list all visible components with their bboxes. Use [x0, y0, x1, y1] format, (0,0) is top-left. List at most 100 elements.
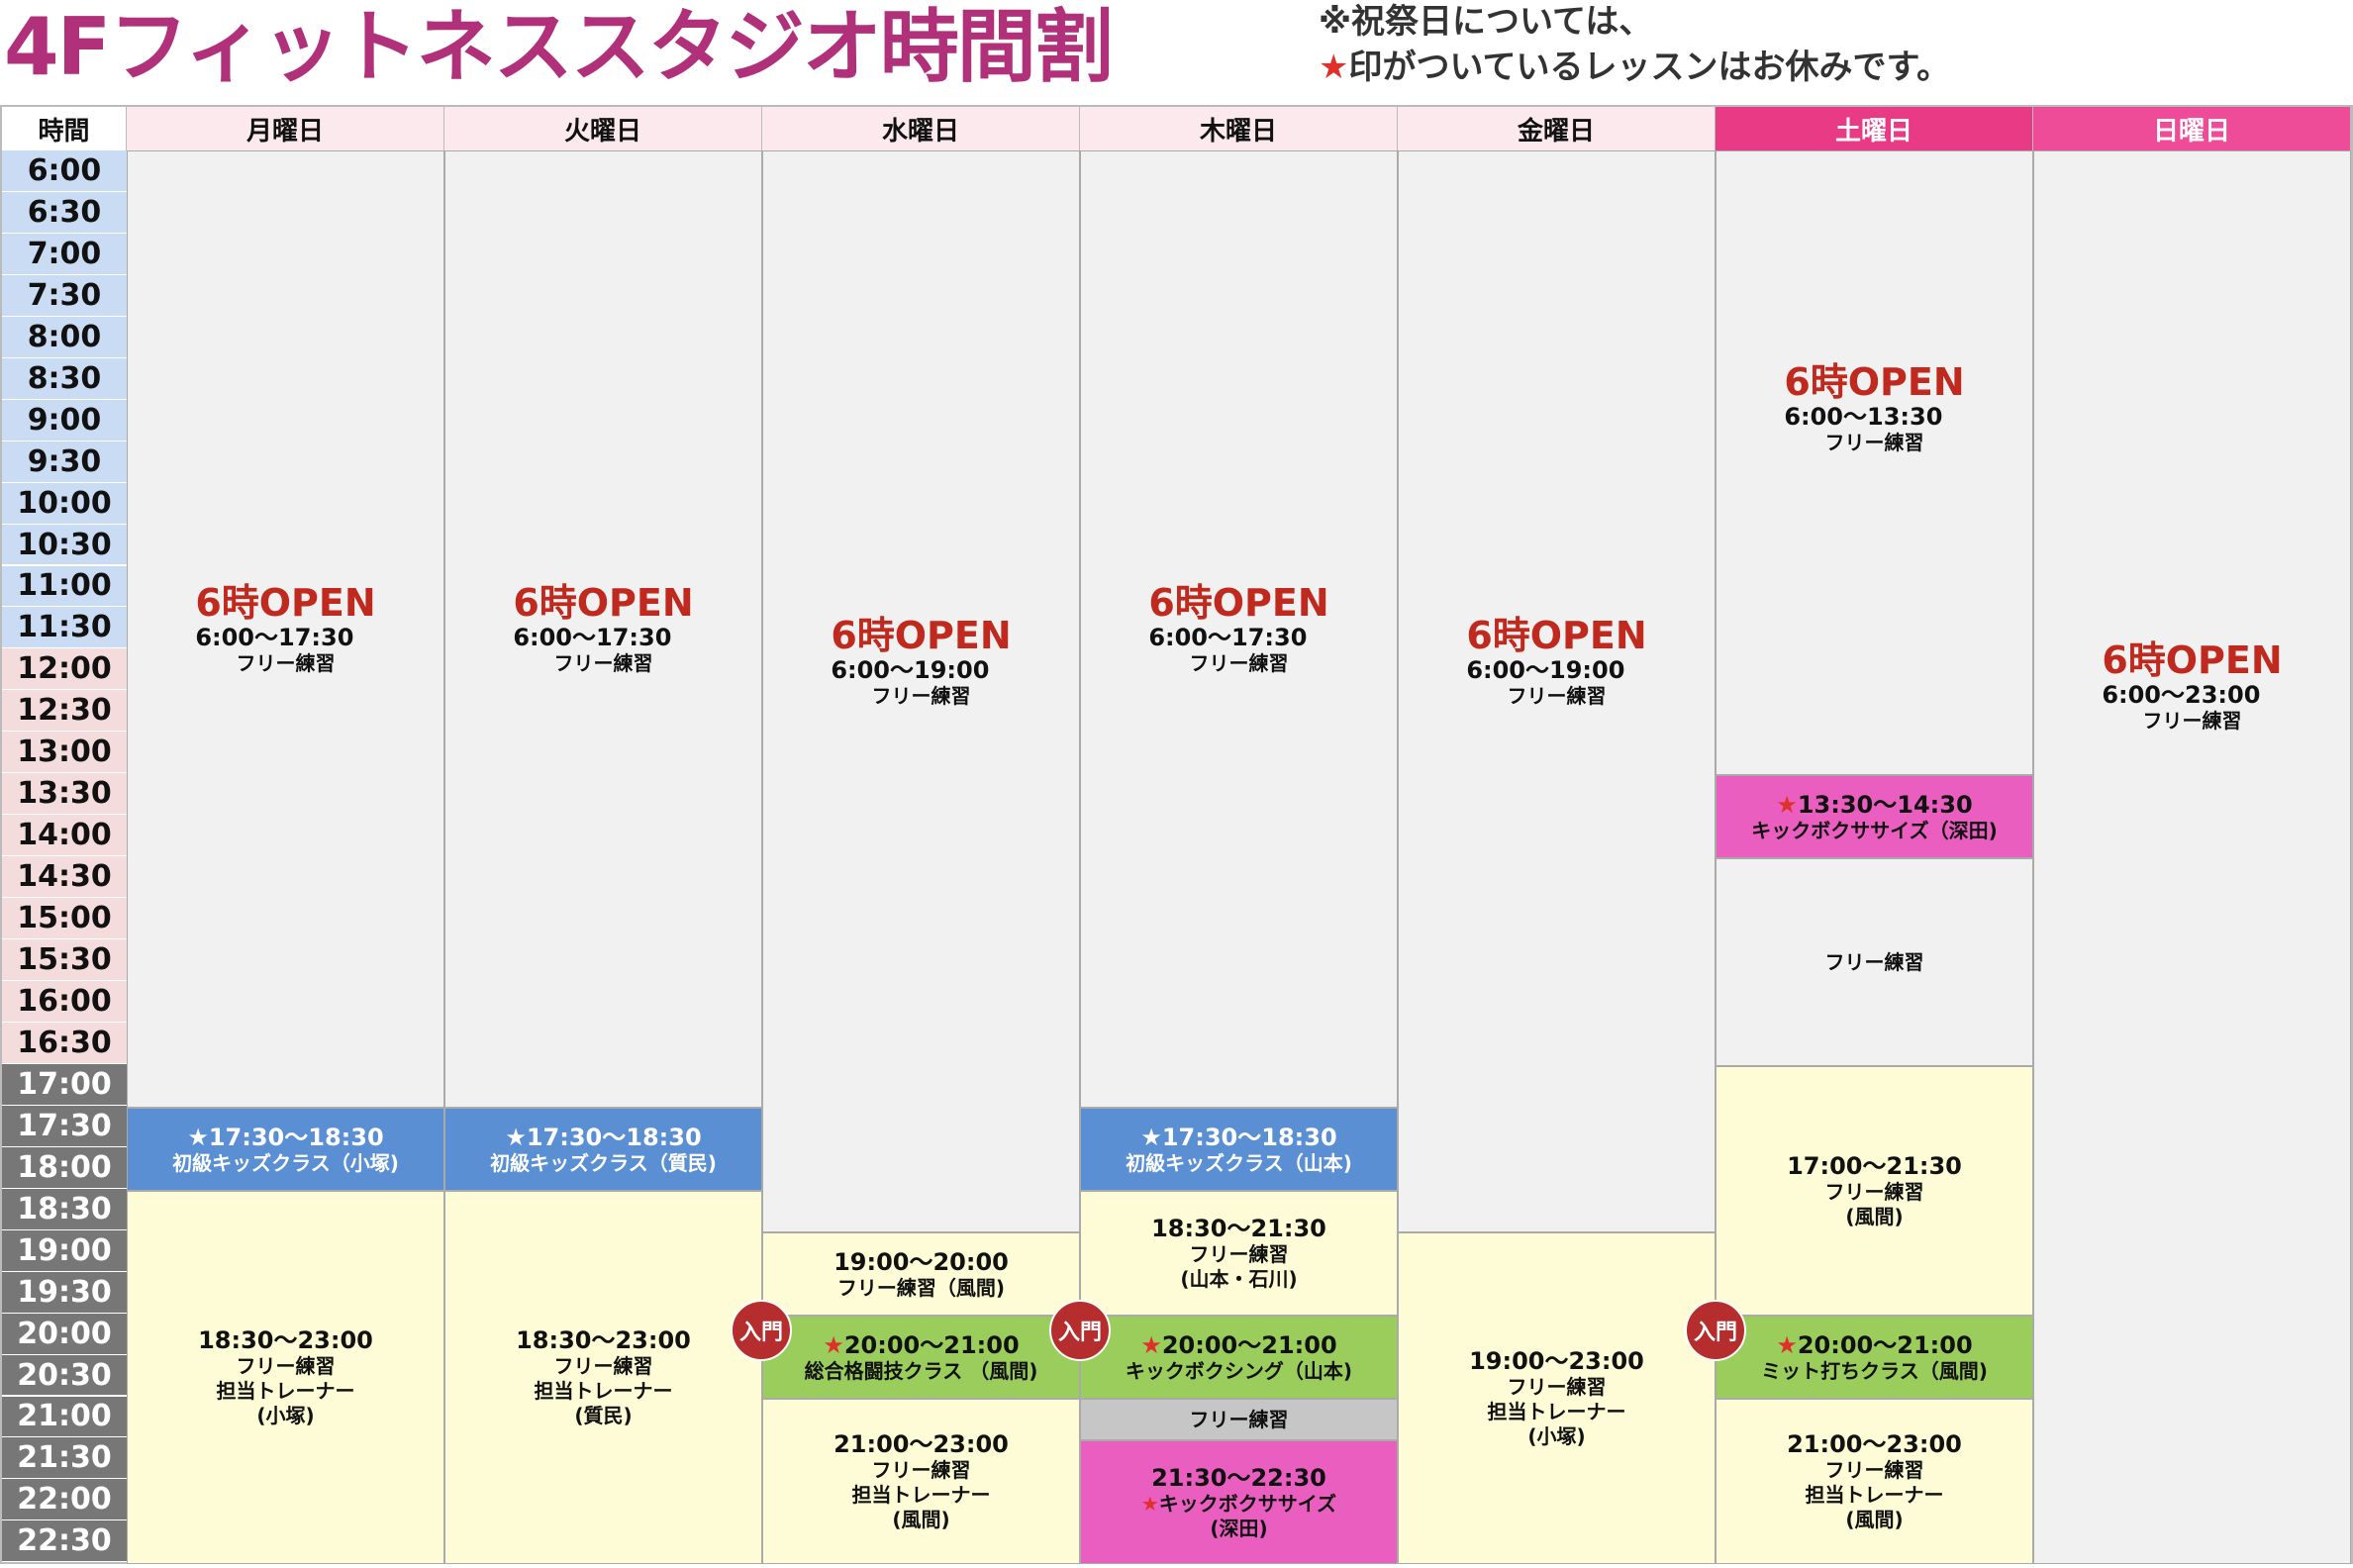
time-slot: 22:00: [2, 1479, 127, 1521]
class-time: ★17:30〜18:30: [1140, 1123, 1337, 1151]
time-slot: 14:30: [2, 856, 127, 899]
saturday-free-1700: 17:00〜21:30 フリー練習 (風間): [1716, 1066, 2033, 1316]
class-label: フリー練習: [1824, 1458, 1924, 1482]
thursday-free-2100: フリー練習: [1080, 1399, 1398, 1440]
trainer-label: 担当トレーナー: [1805, 1483, 1944, 1507]
trainer-name: (風間): [892, 1508, 950, 1531]
thursday-kids-class[interactable]: ★17:30〜18:30 初級キッズクラス（山本): [1080, 1108, 1398, 1191]
class-label: フリー練習: [553, 1354, 653, 1378]
monday-open-block: 6時OPEN 6:00〜17:30 フリー練習: [127, 150, 444, 1108]
class-time-text: 20:00〜21:00: [1797, 1330, 1973, 1359]
class-label-text: キックボクササイズ: [1158, 1491, 1337, 1516]
monday-kids-class[interactable]: ★17:30〜18:30 初級キッズクラス（小塚): [127, 1108, 444, 1191]
class-label: キックボクシング（山本): [1125, 1358, 1353, 1383]
trainer-name: (質民): [574, 1404, 633, 1427]
class-time: 21:00〜23:00: [1787, 1430, 1962, 1458]
time-slot: 17:30: [2, 1105, 127, 1147]
saturday-free-afternoon: フリー練習: [1716, 858, 2033, 1066]
monday-evening-block: 18:30〜23:00 フリー練習 担当トレーナー (小塚): [127, 1191, 444, 1564]
trainer-name: (小塚): [1527, 1424, 1586, 1448]
class-time: 18:30〜23:00: [198, 1326, 373, 1354]
trainer-name: (深田): [1210, 1516, 1268, 1540]
header-monday: 月曜日: [127, 107, 444, 150]
time-slot: 15:30: [2, 939, 127, 981]
trainer-label: 担当トレーナー: [1487, 1400, 1626, 1423]
open-range: 6:00〜19:00: [1466, 656, 1625, 684]
time-slot: 19:00: [2, 1229, 127, 1272]
star-icon: ★: [823, 1330, 844, 1359]
class-time: ★20:00〜21:00: [823, 1331, 1019, 1359]
time-slot: 18:30: [2, 1188, 127, 1230]
time-slot: 14:00: [2, 815, 127, 857]
tuesday-evening-block: 18:30〜23:00 フリー練習 担当トレーナー (質民): [444, 1191, 762, 1564]
friday-open-block: 6時OPEN 6:00〜19:00 フリー練習: [1398, 150, 1716, 1232]
time-slot: 20:00: [2, 1313, 127, 1355]
time-slot: 12:30: [2, 690, 127, 733]
wednesday-mma-class[interactable]: ★20:00〜21:00 総合格闘技クラス （風間): [762, 1316, 1080, 1399]
header-saturday: 土曜日: [1716, 107, 2033, 150]
trainer-name: (山本・石川): [1180, 1267, 1298, 1291]
time-slot: 16:00: [2, 981, 127, 1023]
tuesday-kids-class[interactable]: ★17:30〜18:30 初級キッズクラス（質民): [444, 1108, 762, 1191]
star-icon: ★: [1776, 1330, 1798, 1359]
beginner-badge-wednesday: 入門: [731, 1300, 792, 1361]
saturday-open-block: 6時OPEN 6:00〜13:30 フリー練習: [1716, 150, 2033, 775]
thursday-kickboxercise-class[interactable]: 21:30〜22:30 ★キックボクササイズ (深田): [1080, 1440, 1398, 1564]
tuesday-open-block: 6時OPEN 6:00〜17:30 フリー練習: [444, 150, 762, 1108]
class-time: 21:00〜23:00: [833, 1430, 1009, 1458]
saturday-mitt-class[interactable]: ★20:00〜21:00 ミット打ちクラス（風間): [1716, 1316, 2033, 1399]
holiday-note-line1: ※祝祭日については、: [1319, 2, 1653, 42]
class-time: 18:30〜21:30: [1151, 1215, 1326, 1242]
class-label: キックボクササイズ（深田): [1751, 818, 1998, 842]
thursday-free-1830: 18:30〜21:30 フリー練習 (山本・石川): [1080, 1191, 1398, 1316]
time-slot: 7:30: [2, 274, 127, 317]
wednesday-free-1900: 19:00〜20:00 フリー練習（風間): [762, 1232, 1080, 1316]
thursday-kickboxing-class[interactable]: ★20:00〜21:00 キックボクシング（山本): [1080, 1316, 1398, 1399]
open-label: 6時OPEN: [831, 614, 1012, 657]
time-slot: 21:00: [2, 1396, 127, 1438]
trainer-name: (風間): [1845, 1508, 1904, 1531]
time-slot: 10:00: [2, 482, 127, 525]
class-label: フリー練習: [1189, 1242, 1289, 1266]
beginner-badge-thursday: 入門: [1049, 1300, 1111, 1361]
class-label: フリー練習: [1189, 1407, 1289, 1431]
open-range: 6:00〜17:30: [195, 624, 354, 651]
time-slot: 15:00: [2, 898, 127, 940]
header-time: 時間: [2, 107, 127, 150]
open-range: 6:00〜17:30: [513, 624, 672, 651]
saturday-kickboxercise-class[interactable]: ★13:30〜14:30 キックボクササイズ（深田): [1716, 775, 2033, 858]
time-slot: 16:30: [2, 1022, 127, 1064]
beginner-badge-saturday: 入門: [1685, 1300, 1746, 1361]
class-time: ★20:00〜21:00: [1140, 1331, 1336, 1359]
star-icon: ★: [1140, 1330, 1162, 1359]
time-slot: 11:30: [2, 607, 127, 649]
friday-evening-block: 19:00〜23:00 フリー練習 担当トレーナー (小塚): [1398, 1232, 1716, 1564]
class-time: ★13:30〜14:30: [1776, 791, 1972, 819]
time-slot: 8:30: [2, 357, 127, 400]
free-label: フリー練習: [1189, 651, 1289, 675]
free-label: フリー練習: [236, 651, 336, 675]
sunday-open-block: 6時OPEN 6:00〜23:00 フリー練習: [2033, 150, 2351, 1564]
time-slot: 20:30: [2, 1354, 127, 1397]
star-icon: ★: [1776, 790, 1798, 819]
star-icon: ★: [1140, 1491, 1159, 1516]
free-label: フリー練習: [871, 684, 971, 708]
header-thursday: 木曜日: [1080, 107, 1398, 150]
class-label: フリー練習: [236, 1354, 336, 1378]
open-label: 6時OPEN: [1784, 360, 1965, 404]
saturday-evening-block: 21:00〜23:00 フリー練習 担当トレーナー (風間): [1716, 1399, 2033, 1564]
trainer-name: (小塚): [256, 1404, 315, 1427]
holiday-note-line2: ★印がついているレッスンはお休みです。: [1319, 48, 1950, 87]
free-label: フリー練習: [1824, 431, 1924, 454]
trainer-name: (風間): [1845, 1205, 1904, 1228]
class-label: 初級キッズクラス（質民): [490, 1150, 717, 1175]
free-label: フリー練習: [1507, 684, 1607, 708]
open-label: 6時OPEN: [2102, 638, 2283, 682]
class-time-text: 20:00〜21:00: [843, 1330, 1020, 1359]
time-slot: 9:00: [2, 399, 127, 441]
wednesday-evening-block: 21:00〜23:00 フリー練習 担当トレーナー (風間): [762, 1399, 1080, 1564]
open-range: 6:00〜23:00: [2102, 681, 2261, 709]
class-label: 初級キッズクラス（小塚): [172, 1150, 399, 1175]
trainer-label: 担当トレーナー: [851, 1483, 991, 1507]
class-label: 初級キッズクラス（山本): [1126, 1150, 1352, 1175]
